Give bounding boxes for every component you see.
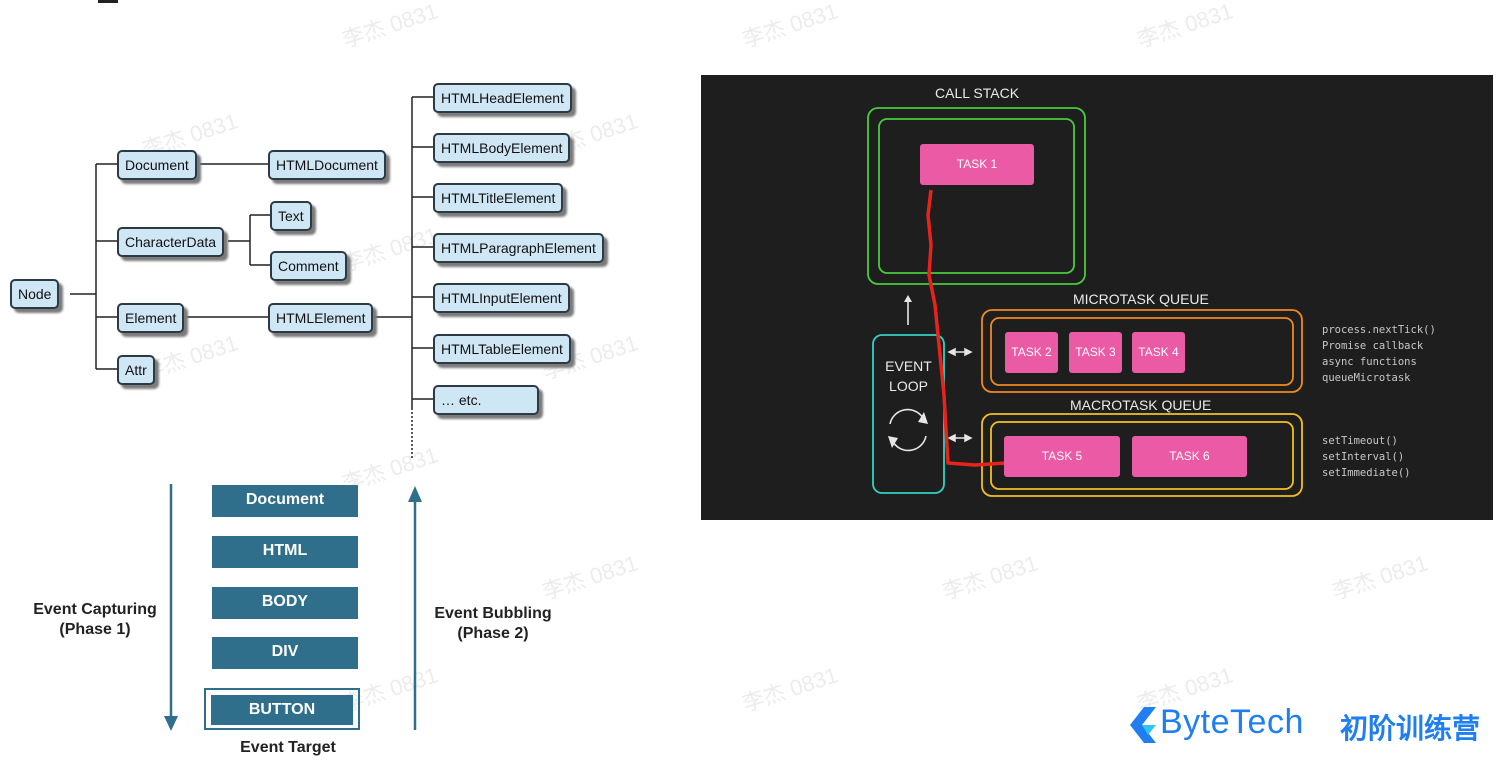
layer-body: BODY bbox=[212, 587, 358, 619]
macrotask-api: setImmediate() bbox=[1322, 467, 1411, 479]
microtask-api: process.nextTick() bbox=[1322, 324, 1436, 336]
microtask-2: TASK 3 bbox=[1069, 332, 1122, 373]
microtask-1: TASK 2 bbox=[1005, 332, 1058, 373]
refresh-icon bbox=[888, 408, 928, 452]
node-htmlbodyelement: HTMLBodyElement bbox=[433, 133, 571, 163]
node-root: Node bbox=[10, 279, 60, 309]
event-loop-label-line2: LOOP bbox=[889, 378, 928, 394]
node-htmlinputelement: HTMLInputElement bbox=[433, 283, 570, 313]
node-htmlheadelement: HTMLHeadElement bbox=[433, 83, 572, 113]
macrotask-api: setInterval() bbox=[1322, 451, 1405, 463]
dom-tree-connectors bbox=[70, 96, 433, 460]
brand-name: ByteTech bbox=[1160, 703, 1304, 741]
event-target-label: Event Target bbox=[240, 739, 336, 756]
microtask-api: Promise callback bbox=[1322, 340, 1424, 352]
node-htmldocument: HTMLDocument bbox=[268, 150, 386, 180]
title-underline-fragment bbox=[98, 0, 118, 3]
macrotask-queue-title: MACROTASK QUEUE bbox=[1070, 397, 1212, 413]
microtask-queue-title: MICROTASK QUEUE bbox=[1073, 291, 1209, 307]
microtask-api: queueMicrotask bbox=[1322, 372, 1411, 384]
node-element: Element bbox=[117, 303, 185, 333]
capturing-label-line2: (Phase 1) bbox=[59, 621, 131, 638]
bubbling-label-line1: Event Bubbling bbox=[434, 605, 552, 622]
node-htmltitleelement: HTMLTitleElement bbox=[433, 183, 564, 213]
layer-button-frame bbox=[204, 688, 360, 730]
event-loop-label-line1: EVENT bbox=[885, 358, 932, 374]
macrotask-api: setTimeout() bbox=[1322, 435, 1398, 447]
node-etc: … etc. bbox=[433, 385, 539, 415]
brand-tagline: 初阶训练营 bbox=[1340, 712, 1481, 745]
event-loop-label: EVENT LOOP bbox=[873, 356, 944, 396]
call-stack-title: CALL STACK bbox=[935, 85, 1020, 101]
capturing-label-line1: Event Capturing bbox=[33, 601, 157, 618]
bytetech-logo-icon bbox=[1130, 707, 1156, 743]
event-flow-arrows bbox=[164, 484, 422, 731]
macrotask-api-list: setTimeout() setInterval() setImmediate(… bbox=[1322, 433, 1411, 481]
microtask-api-list: process.nextTick() Promise callback asyn… bbox=[1322, 322, 1436, 386]
bubbling-label: Event Bubbling (Phase 2) bbox=[418, 604, 568, 644]
node-characterdata: CharacterData bbox=[117, 227, 225, 257]
capturing-label: Event Capturing (Phase 1) bbox=[22, 600, 168, 640]
layer-document: Document bbox=[212, 485, 358, 517]
layer-html: HTML bbox=[212, 536, 358, 568]
microtask-api: async functions bbox=[1322, 356, 1417, 368]
node-document: Document bbox=[117, 150, 197, 180]
node-htmlparagraphelement: HTMLParagraphElement bbox=[433, 233, 604, 263]
node-htmltableelement: HTMLTableElement bbox=[433, 334, 571, 364]
node-htmlelement: HTMLElement bbox=[268, 303, 374, 333]
layer-div: DIV bbox=[212, 637, 358, 669]
call-stack-task: TASK 1 bbox=[920, 144, 1034, 185]
microtask-3: TASK 4 bbox=[1132, 332, 1185, 373]
node-text: Text bbox=[270, 201, 312, 231]
node-comment: Comment bbox=[270, 251, 347, 281]
bubbling-label-line2: (Phase 2) bbox=[457, 625, 529, 642]
node-attr: Attr bbox=[117, 355, 155, 385]
macrotask-2: TASK 6 bbox=[1132, 436, 1247, 477]
macrotask-1: TASK 5 bbox=[1004, 436, 1120, 477]
layer-button: BUTTON bbox=[211, 695, 353, 725]
